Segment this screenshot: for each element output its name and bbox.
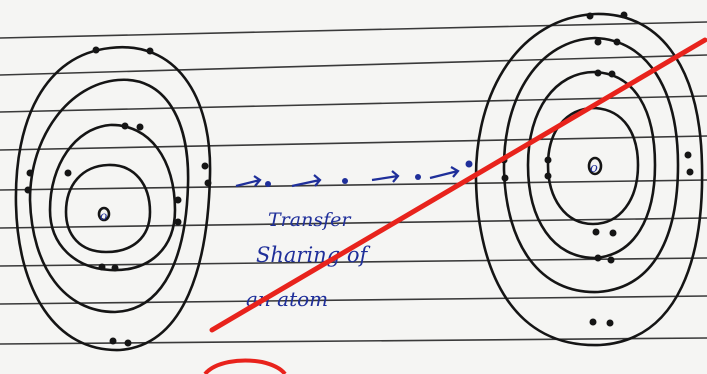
- electron: [685, 152, 692, 159]
- arrow: [236, 176, 260, 186]
- electron: [502, 175, 509, 182]
- ruled-line: [0, 22, 707, 38]
- red-cross-out-line: [212, 40, 705, 330]
- electron: [609, 71, 616, 78]
- electron: [342, 178, 348, 184]
- left-nucleus-label: o: [100, 209, 107, 223]
- electron: [466, 161, 473, 168]
- electron: [122, 123, 129, 130]
- electron: [137, 124, 144, 131]
- electron: [610, 230, 617, 237]
- electron: [99, 264, 106, 271]
- electron: [202, 163, 209, 170]
- electron: [545, 157, 552, 164]
- electron: [595, 70, 602, 77]
- electron: [175, 219, 182, 226]
- electron: [593, 229, 600, 236]
- electron: [265, 181, 271, 187]
- electron: [147, 48, 154, 55]
- electron: [93, 47, 100, 54]
- ruled-lines: [0, 22, 707, 344]
- arrow: [430, 167, 458, 178]
- electron: [175, 197, 182, 204]
- electron: [687, 169, 694, 176]
- electron: [205, 180, 212, 187]
- electron: [595, 255, 602, 262]
- electron: [125, 340, 132, 347]
- electron: [25, 187, 32, 194]
- electron: [415, 174, 421, 180]
- ruled-line: [0, 296, 707, 304]
- electron: [110, 338, 117, 345]
- electron: [621, 12, 628, 19]
- electron: [614, 39, 621, 46]
- ruled-line: [0, 180, 707, 190]
- annotation-an-atom: an atom: [246, 287, 328, 311]
- arrow: [292, 175, 320, 186]
- right-nucleus-label: o: [590, 161, 598, 176]
- ruled-line: [0, 338, 707, 344]
- arrow: [372, 171, 398, 182]
- electron: [112, 265, 119, 272]
- third-shell: [30, 80, 188, 312]
- electron: [587, 13, 594, 20]
- ruled-line: [0, 136, 707, 150]
- electron: [545, 173, 552, 180]
- electron: [590, 319, 597, 326]
- electron: [608, 257, 615, 264]
- electron: [65, 170, 72, 177]
- annotation-transfer: Transfer: [268, 209, 352, 231]
- electron: [607, 320, 614, 327]
- red-circle-mark: [205, 361, 285, 374]
- electron: [595, 39, 602, 46]
- electron: [27, 170, 34, 177]
